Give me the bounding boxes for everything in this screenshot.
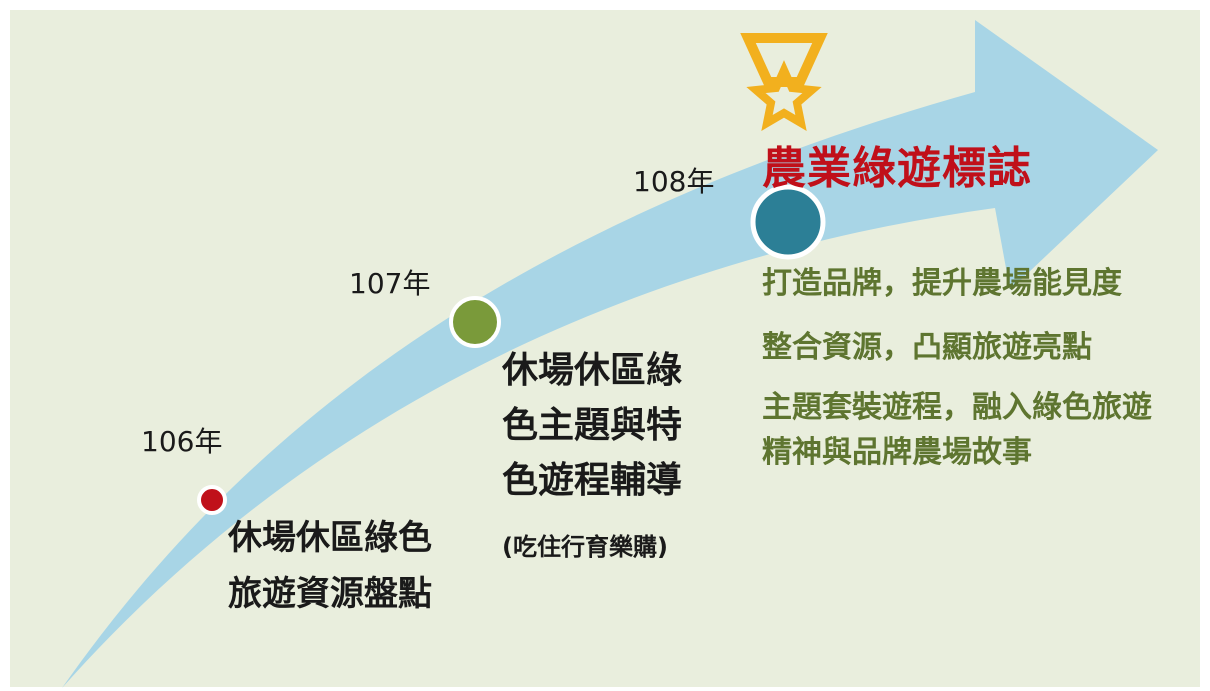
medal-star-icon: [740, 33, 828, 131]
bullet-item: 整合資源，凸顯旅遊亮點: [762, 330, 1092, 365]
bullet-item: 打造品牌，提升農場能見度: [762, 266, 1122, 301]
milestone-108-title: 農業綠遊標誌: [762, 143, 1032, 194]
year-label-107: 107年: [349, 267, 431, 300]
bullet-item: 主題套裝遊程，融入綠色旅遊: [762, 390, 1152, 425]
milestone-107-line-2: 色主題與特: [502, 405, 683, 446]
bullet-item: 精神與品牌農場故事: [762, 435, 1032, 470]
milestone-107-line-3: 色遊程輔導: [502, 460, 683, 501]
milestone-106-line-1: 休場休區綠色: [228, 518, 432, 558]
milestone-dot-106: [197, 485, 227, 515]
milestone-dot-107: [449, 296, 501, 348]
year-label-106: 106年: [141, 425, 223, 458]
growth-arrow: [62, 20, 1158, 688]
milestone-107-text: 休場休區綠 色主題與特 色遊程輔導: [502, 343, 682, 508]
milestone-107-note: (吃住行育樂購): [502, 533, 668, 561]
milestone-106-line-2: 旅遊資源盤點: [228, 574, 432, 614]
year-label-108: 108年: [633, 165, 715, 198]
milestone-106-text: 休場休區綠色 旅遊資源盤點: [228, 510, 432, 622]
milestone-dot-108: [750, 184, 826, 260]
milestone-107-line-1: 休場休區綠: [502, 350, 683, 391]
